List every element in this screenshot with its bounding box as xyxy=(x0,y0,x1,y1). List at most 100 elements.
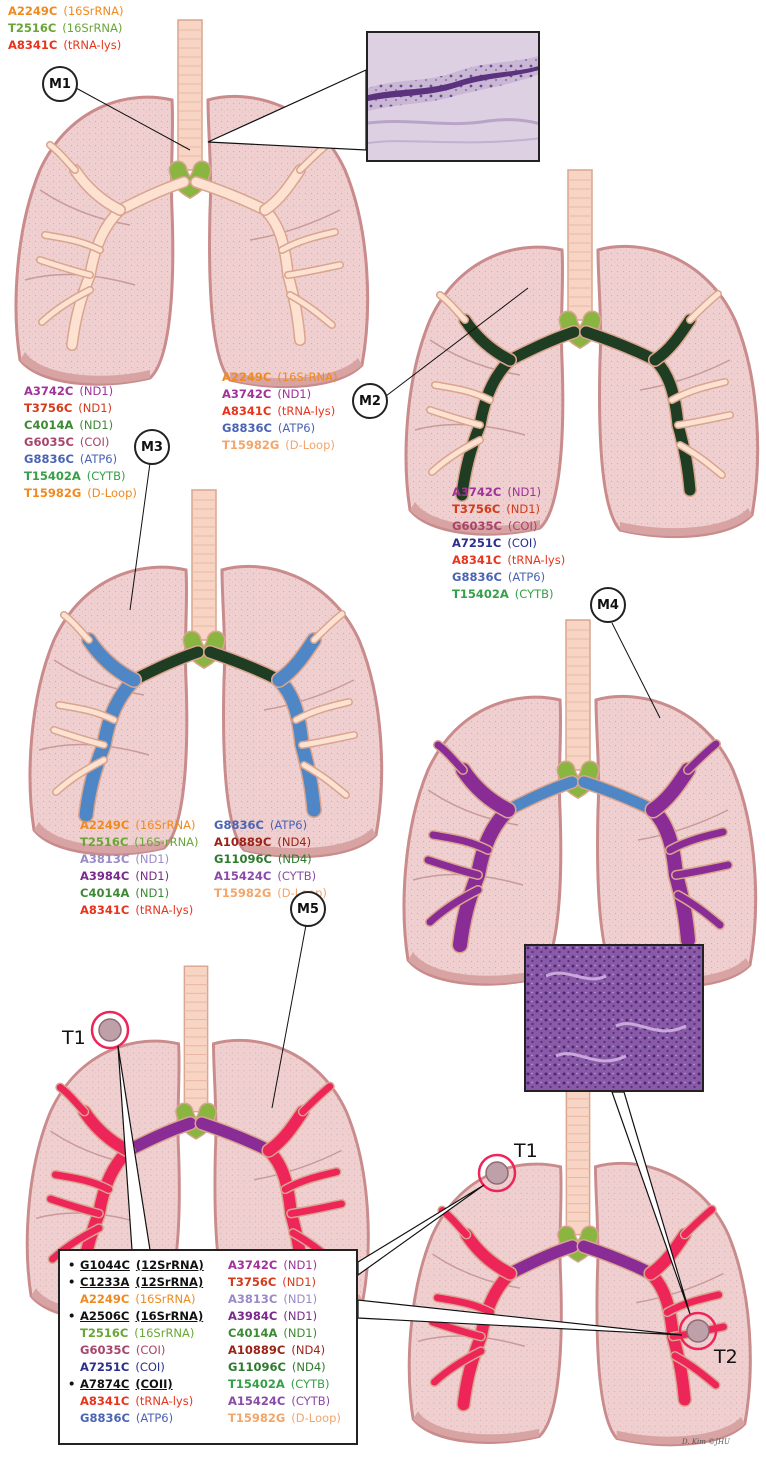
gene-name: (12SrRNA) xyxy=(136,1258,204,1272)
gene-name: (CYTB) xyxy=(87,469,126,483)
mutation-entry: G8836C(ATP6) xyxy=(214,817,327,834)
mutation-summary-left-column: •G1044C(12SrRNA)•C1233A(12SrRNA)A2249C(1… xyxy=(68,1257,204,1427)
gene-name: (12SrRNA) xyxy=(135,1275,203,1289)
histology-inset-normal xyxy=(366,31,540,162)
histology-inset-tumor xyxy=(524,944,704,1092)
gene-name: (16SrRNA) xyxy=(134,1326,194,1340)
mutation-entry: A2249C (16SrRNA) xyxy=(80,817,199,834)
gene-name: (ND1) xyxy=(506,502,540,516)
gene-name: (COII) xyxy=(135,1377,172,1391)
mutation-id: G8836C xyxy=(214,818,264,832)
summary-mutation-entry: A3813C (ND1) xyxy=(228,1291,341,1308)
mutation-id: A10889C xyxy=(214,835,271,849)
mutation-list-m5-left: A2249C(16SrRNA)T2516C(16S-rRNA)A3813C(ND… xyxy=(80,817,199,919)
mutation-id: A8341C xyxy=(80,903,129,917)
new-mutation-bullet: • xyxy=(68,1257,80,1274)
histology-image-tumor xyxy=(526,946,704,1092)
mutation-entry: A8341C(tRNA-lys) xyxy=(80,902,199,919)
gene-name: (CYTB) xyxy=(291,1394,330,1408)
mutation-id: A10889C xyxy=(228,1343,285,1357)
summary-mutation-entry: •G1044C(12SrRNA) xyxy=(68,1257,204,1274)
stage-label-m1: M1 xyxy=(42,66,78,102)
mutation-entry: A2249C(16SrRNA) xyxy=(222,369,337,386)
summary-mutation-entry: G8836C(ATP6) xyxy=(68,1410,204,1427)
mutation-id: A7874C xyxy=(80,1377,129,1391)
mutation-summary-box: •G1044C(12SrRNA)•C1233A(12SrRNA)A2249C(1… xyxy=(58,1249,358,1445)
mutation-id: A8341C xyxy=(222,404,271,418)
bronchial-tree-m3 xyxy=(54,614,354,815)
tumor-label-t1-right: T1 xyxy=(514,1140,538,1162)
mutation-id: G6035C xyxy=(80,1343,130,1357)
histology-image-epithelium xyxy=(368,33,540,162)
gene-name: (COI) xyxy=(507,536,536,550)
mutation-id: A3742C xyxy=(452,485,501,499)
gene-name: (tRNA-lys) xyxy=(135,1394,193,1408)
bronchial-tree-m4 xyxy=(428,744,728,945)
gene-name: (16SrRNA) xyxy=(135,818,195,832)
summary-mutation-entry: T15982G(D-Loop) xyxy=(228,1410,341,1427)
mutation-entry: T15402A(CYTB) xyxy=(452,586,565,603)
gene-name: (ND1) xyxy=(283,1258,317,1272)
gene-name: (ND1) xyxy=(283,1292,317,1306)
mutation-id: G11096C xyxy=(228,1360,286,1374)
summary-mutation-entry: A10889C(ND4) xyxy=(228,1342,341,1359)
mutation-entry: G6035C(COI) xyxy=(452,518,565,535)
stage-label-m2: M2 xyxy=(352,383,388,419)
mutation-entry: T3756C(ND1) xyxy=(24,400,137,417)
mutation-id: A7251C xyxy=(80,1360,129,1374)
gene-name: (ND1) xyxy=(283,1326,317,1340)
gene-name: (ND1) xyxy=(135,852,169,866)
mutation-entry: A3742C(ND1) xyxy=(24,383,137,400)
gene-name: (tRNA-lys) xyxy=(277,404,335,418)
mutation-id: A8341C xyxy=(80,1394,129,1408)
summary-mutation-entry: T15402A(CYTB) xyxy=(228,1376,341,1393)
gene-name: (D-Loop) xyxy=(87,486,137,500)
mutation-id: A8341C xyxy=(452,553,501,567)
mutation-entry: A15424C(CYTB) xyxy=(214,868,327,885)
mutation-entry: A3742C(ND1) xyxy=(222,386,337,403)
gene-name: (COI) xyxy=(80,435,109,449)
new-mutation-bullet: • xyxy=(68,1376,80,1393)
gene-name: (ATP6) xyxy=(508,570,545,584)
mutation-entry: A8341C(tRNA-lys) xyxy=(8,37,123,54)
gene-name: (COI) xyxy=(136,1343,165,1357)
gene-name: (ND4) xyxy=(292,1360,326,1374)
mutation-entry: A8341C(tRNA-lys) xyxy=(452,552,565,569)
mutation-entry: A3742C(ND1) xyxy=(452,484,565,501)
mutation-id: A2249C xyxy=(80,818,129,832)
mutation-entry: A7251C(COI) xyxy=(452,535,565,552)
mutation-entry: A2249C(16SrRNA) xyxy=(8,3,123,20)
mutation-id: T15402A xyxy=(24,469,81,483)
summary-mutation-entry: C4014A(ND1) xyxy=(228,1325,341,1342)
mutation-entry: A10889C(ND4) xyxy=(214,834,327,851)
mutation-id: G8836C xyxy=(80,1411,130,1425)
gene-name: (ND1) xyxy=(283,1309,317,1323)
mutation-entry: C4014A(ND1) xyxy=(80,885,199,902)
mutation-entry: T15402A (CYTB) xyxy=(24,468,137,485)
mutation-list-m2: A2249C(16SrRNA)A3742C(ND1)A8341C (tRNA-ly… xyxy=(222,369,337,454)
mutation-entry: G6035C (COI) xyxy=(24,434,137,451)
mutation-id: G6035C xyxy=(24,435,74,449)
mutation-id: T2516C xyxy=(80,1326,128,1340)
mutation-list-m4: A3742C(ND1)T3756C(ND1)G6035C(COI)A7251C(… xyxy=(452,484,565,603)
mutation-id: T3756C xyxy=(228,1275,276,1289)
summary-mutation-entry: A7251C(COI) xyxy=(68,1359,204,1376)
gene-name: (16S-rRNA) xyxy=(134,835,198,849)
mutation-id: T3756C xyxy=(24,401,72,415)
gene-name: (ND1) xyxy=(282,1275,316,1289)
summary-mutation-entry: T2516C (16SrRNA) xyxy=(68,1325,204,1342)
gene-name: (16SrRNA) xyxy=(135,1309,203,1323)
mutation-id: T15982G xyxy=(214,886,271,900)
gene-name: (D-Loop) xyxy=(285,438,335,452)
tumor-label-t1-left: T1 xyxy=(62,1027,86,1049)
mutation-id: G8836C xyxy=(24,452,74,466)
mutation-id: A3813C xyxy=(228,1292,277,1306)
mutation-id: A2249C xyxy=(80,1292,129,1306)
mutation-list-m5-right: G8836C(ATP6)A10889C(ND4)G11096C(ND4)A154… xyxy=(214,817,327,902)
artist-credit: D. Kim ©JHU xyxy=(682,1438,730,1446)
mutation-id: A2506C xyxy=(80,1309,129,1323)
summary-mutation-entry: A8341C (tRNA-lys) xyxy=(68,1393,204,1410)
mutation-entry: T15982G(D-Loop) xyxy=(24,485,137,502)
tumor-label-t2: T2 xyxy=(714,1346,738,1368)
gene-name: (CYTB) xyxy=(291,1377,330,1391)
